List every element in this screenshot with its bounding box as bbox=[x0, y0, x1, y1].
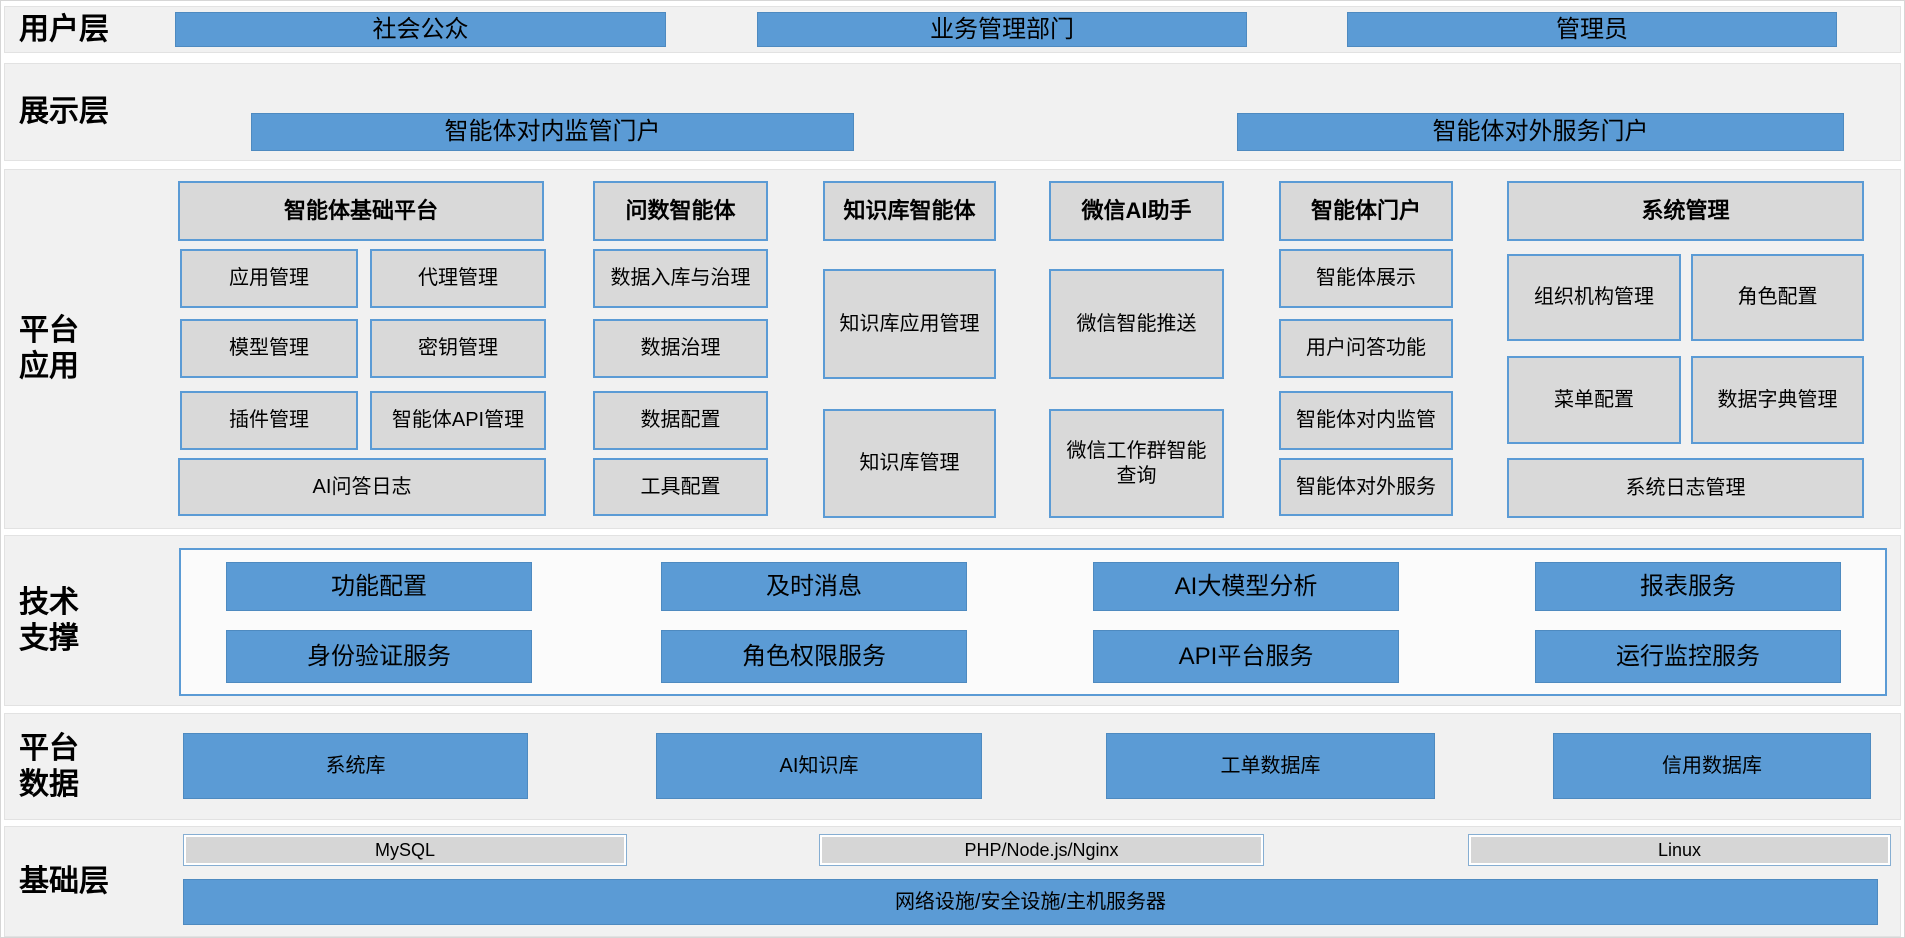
agent-portal-header: 智能体门户 bbox=[1279, 181, 1453, 241]
mysql-box: MySQL bbox=[183, 834, 627, 866]
app-mgmt-box: 应用管理 bbox=[180, 249, 358, 308]
plugin-mgmt-box: 插件管理 bbox=[180, 391, 358, 450]
report-service-box: 报表服务 bbox=[1535, 562, 1841, 611]
instant-msg-box: 及时消息 bbox=[661, 562, 967, 611]
wechat-group-query-box: 微信工作群智能 查询 bbox=[1049, 409, 1224, 518]
sys-log-box: 系统日志管理 bbox=[1507, 458, 1864, 518]
agent-base-platform-header: 智能体基础平台 bbox=[178, 181, 544, 241]
display-layer-label: 展示层 bbox=[19, 95, 109, 128]
agent-external-service-box: 智能体对外服务 bbox=[1279, 458, 1453, 516]
data-governance-box: 数据治理 bbox=[593, 319, 768, 378]
identity-service-box: 身份验证服务 bbox=[226, 630, 532, 683]
kb-mgmt-box: 知识库管理 bbox=[823, 409, 996, 518]
proxy-mgmt-box: 代理管理 bbox=[370, 249, 546, 308]
data-ingest-box: 数据入库与治理 bbox=[593, 249, 768, 308]
php-nodejs-nginx-box: PHP/Node.js/Nginx bbox=[819, 834, 1264, 866]
agent-display-box: 智能体展示 bbox=[1279, 249, 1453, 308]
knowledge-agent-header: 知识库智能体 bbox=[823, 181, 996, 241]
api-platform-service-box: API平台服务 bbox=[1093, 630, 1399, 683]
model-mgmt-box: 模型管理 bbox=[180, 319, 358, 378]
platform-data-layer-label: 平台 数据 bbox=[19, 731, 79, 801]
public-users-box: 社会公众 bbox=[175, 12, 666, 47]
menu-config-box: 菜单配置 bbox=[1507, 356, 1681, 444]
data-dict-box: 数据字典管理 bbox=[1691, 356, 1864, 444]
tech-support-layer-label: 技术 支撑 bbox=[19, 585, 79, 655]
tool-config-box: 工具配置 bbox=[593, 458, 768, 516]
monitor-service-box: 运行监控服务 bbox=[1535, 630, 1841, 683]
system-db-box: 系统库 bbox=[183, 733, 528, 799]
data-qa-agent-header: 问数智能体 bbox=[593, 181, 768, 241]
ai-kb-db-box: AI知识库 bbox=[656, 733, 982, 799]
network-infra-box: 网络设施/安全设施/主机服务器 bbox=[183, 879, 1878, 925]
user-qa-box: 用户问答功能 bbox=[1279, 319, 1453, 378]
org-mgmt-box: 组织机构管理 bbox=[1507, 254, 1681, 341]
data-config-box: 数据配置 bbox=[593, 391, 768, 450]
wechat-push-box: 微信智能推送 bbox=[1049, 269, 1224, 379]
business-dept-box: 业务管理部门 bbox=[757, 12, 1247, 47]
agent-internal-supervision-box: 智能体对内监管 bbox=[1279, 391, 1453, 450]
external-portal-box: 智能体对外服务门户 bbox=[1237, 113, 1844, 151]
infrastructure-layer-label: 基础层 bbox=[19, 864, 109, 898]
key-mgmt-box: 密钥管理 bbox=[370, 319, 546, 378]
role-perm-service-box: 角色权限服务 bbox=[661, 630, 967, 683]
role-config-box: 角色配置 bbox=[1691, 254, 1864, 341]
ticket-db-box: 工单数据库 bbox=[1106, 733, 1435, 799]
func-config-box: 功能配置 bbox=[226, 562, 532, 611]
ai-qa-log-box: AI问答日志 bbox=[178, 458, 546, 516]
linux-box: Linux bbox=[1468, 834, 1891, 866]
system-mgmt-header: 系统管理 bbox=[1507, 181, 1864, 241]
credit-db-box: 信用数据库 bbox=[1553, 733, 1871, 799]
admin-box: 管理员 bbox=[1347, 12, 1837, 47]
user-layer-label: 用户层 bbox=[19, 12, 109, 46]
wechat-ai-header: 微信AI助手 bbox=[1049, 181, 1224, 241]
ai-model-analysis-box: AI大模型分析 bbox=[1093, 562, 1399, 611]
kb-app-mgmt-box: 知识库应用管理 bbox=[823, 269, 996, 379]
internal-portal-box: 智能体对内监管门户 bbox=[251, 113, 854, 151]
agent-api-mgmt-box: 智能体API管理 bbox=[370, 391, 546, 450]
platform-app-layer-label: 平台 应用 bbox=[19, 314, 79, 383]
